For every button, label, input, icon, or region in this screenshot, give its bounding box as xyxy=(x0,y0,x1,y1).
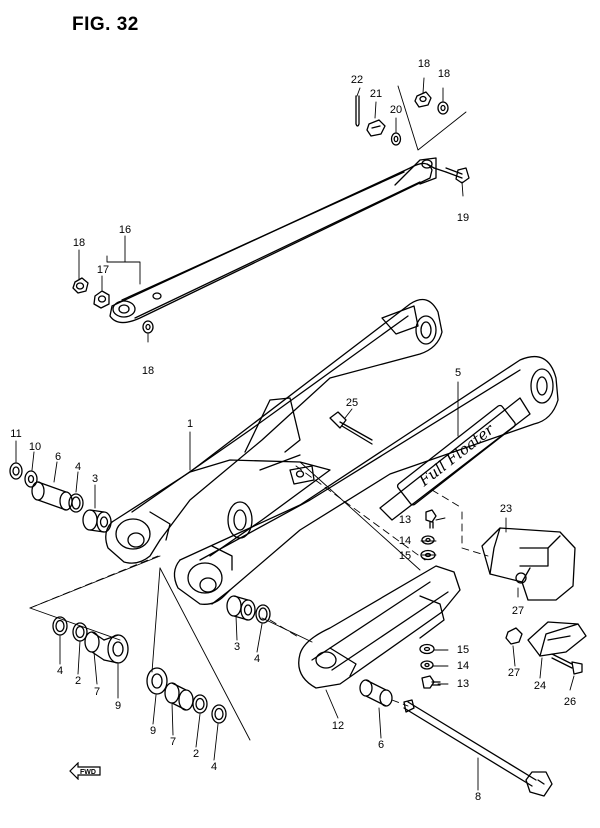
callout-16: 16 xyxy=(118,224,132,236)
callout-11: 11 xyxy=(10,428,22,440)
dashed-alignment-lines xyxy=(29,465,489,707)
callout-4: 4 xyxy=(56,665,64,677)
callout-18: 18 xyxy=(437,68,451,80)
pivot-bearing-stack-left xyxy=(9,462,112,533)
torque-rod xyxy=(109,157,437,324)
forward-arrow-icon: FWD xyxy=(69,762,101,780)
brand-plate-text: Full Floater xyxy=(415,420,498,491)
figure-title: FIG. 32 xyxy=(72,14,139,35)
chain-guide xyxy=(481,527,576,601)
callout-13: 13 xyxy=(456,678,470,690)
callout-27: 27 xyxy=(511,605,525,617)
callout-5: 5 xyxy=(454,367,462,379)
callout-18: 18 xyxy=(417,58,431,70)
callout-3: 3 xyxy=(233,641,241,653)
lower-fasteners xyxy=(419,643,441,689)
callout-4: 4 xyxy=(253,653,261,665)
pivot-shaft xyxy=(403,699,553,797)
svg-text:FWD: FWD xyxy=(80,769,96,776)
bolt-25 xyxy=(329,411,373,445)
callout-7: 7 xyxy=(93,686,101,698)
callout-8: 8 xyxy=(474,791,482,803)
top-hardware xyxy=(72,91,470,334)
callout-14: 14 xyxy=(398,535,412,547)
callout-19: 19 xyxy=(456,212,470,224)
callout-3: 3 xyxy=(91,473,99,485)
callout-25: 25 xyxy=(345,397,359,409)
callout-22: 22 xyxy=(350,74,364,86)
lower-left-stack xyxy=(52,616,129,664)
callout-18: 18 xyxy=(141,365,155,377)
cushion-lever xyxy=(298,565,461,689)
callout-15: 15 xyxy=(398,550,412,562)
callout-21: 21 xyxy=(369,88,383,100)
callout-4: 4 xyxy=(210,761,218,773)
callout-23: 23 xyxy=(499,503,513,515)
callout-15: 15 xyxy=(456,644,470,656)
callout-14: 14 xyxy=(456,660,470,672)
lower-middle-stack xyxy=(146,667,227,724)
callout-13: 13 xyxy=(398,514,412,526)
callout-18: 18 xyxy=(72,237,86,249)
callout-2: 2 xyxy=(74,675,82,687)
callout-9: 9 xyxy=(149,725,157,737)
callout-27: 27 xyxy=(507,667,521,679)
swing-arm-body xyxy=(105,298,559,605)
brand-plate: Full Floater xyxy=(396,404,516,506)
callout-6: 6 xyxy=(54,451,62,463)
callout-20: 20 xyxy=(389,104,403,116)
callout-4: 4 xyxy=(74,461,82,473)
callout-7: 7 xyxy=(169,736,177,748)
callout-26: 26 xyxy=(563,696,577,708)
chain-slider xyxy=(505,621,587,675)
callout-10: 10 xyxy=(28,441,42,453)
bushing-6-lower xyxy=(359,679,393,707)
upper-fasteners xyxy=(420,509,437,561)
leader-lines xyxy=(15,77,575,791)
callout-24: 24 xyxy=(533,680,547,692)
callout-6: 6 xyxy=(377,739,385,751)
callout-17: 17 xyxy=(96,264,110,276)
callout-9: 9 xyxy=(114,700,122,712)
callout-12: 12 xyxy=(331,720,345,732)
callout-2: 2 xyxy=(192,748,200,760)
callout-1: 1 xyxy=(186,418,194,430)
